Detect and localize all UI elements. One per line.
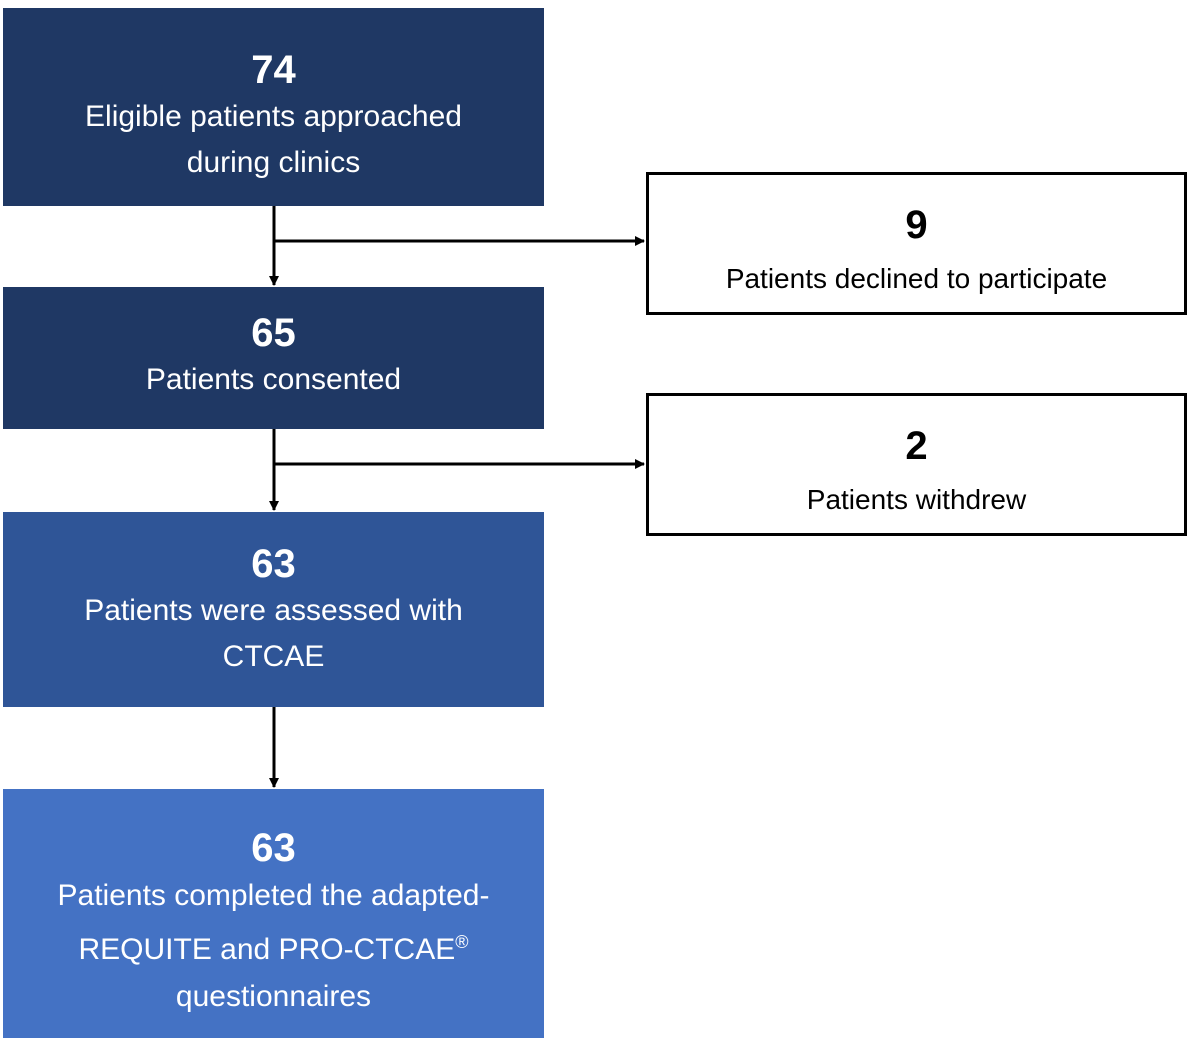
completed-label-line-2: REQUITE and PRO-CTCAE® [78,919,468,973]
assessed-label-line-2: CTCAE [222,640,325,673]
eligible-count: 74 [251,48,296,92]
assessed-label-line-1: Patients were assessed with [84,594,463,627]
withdrew-patients-box: 2 Patients withdrew [646,393,1187,536]
eligible-label-line-1: Eligible patients approached [85,100,462,133]
withdrew-count: 2 [905,424,928,468]
eligible-label-line-2: during clinics [186,146,361,179]
assessed-patients-box: 63 Patients were assessed with CTCAE [3,512,544,707]
assessed-count: 63 [251,542,296,586]
eligible-patients-box: 74 Eligible patients approached during c… [3,8,544,206]
completed-label-line-2-text: REQUITE and PRO-CTCAE [78,933,456,966]
completed-patients-box: 63 Patients completed the adapted- REQUI… [3,789,544,1038]
declined-label: Patients declined to participate [725,263,1108,294]
consented-label: Patients consented [145,363,402,396]
declined-count: 9 [905,203,928,247]
consented-patients-box: 65 Patients consented [3,287,544,429]
withdrew-label: Patients withdrew [806,484,1027,515]
completed-count: 63 [251,826,296,870]
completed-label-line-3: questionnaires [175,980,372,1013]
registered-mark: ® [455,932,469,952]
consented-count: 65 [251,311,296,355]
declined-patients-box: 9 Patients declined to participate [646,172,1187,315]
completed-label-line-1: Patients completed the adapted- [57,879,490,912]
